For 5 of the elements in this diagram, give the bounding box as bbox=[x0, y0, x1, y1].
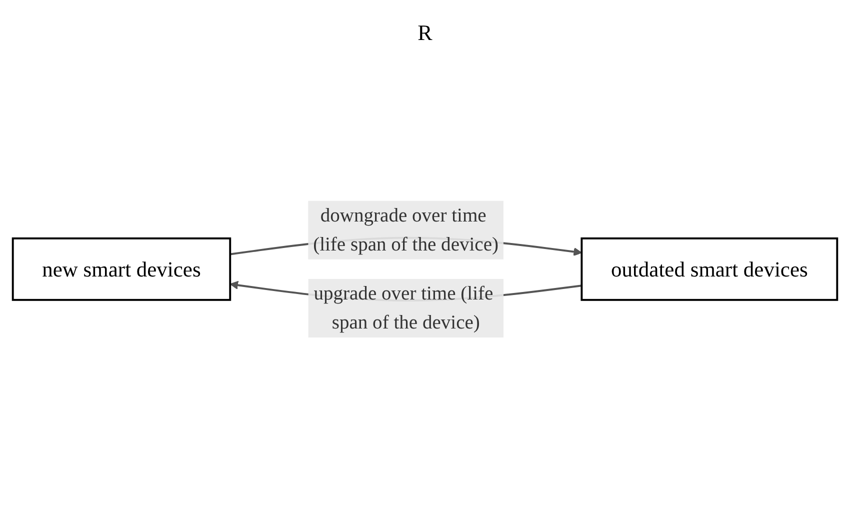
loop-label: R bbox=[418, 20, 432, 44]
node-box: outdated smart devices bbox=[580, 238, 838, 302]
edge-label: downgrade over time (life span of the device) bbox=[313, 205, 499, 256]
edge-label: upgrade over time (life span of the device) bbox=[314, 283, 494, 334]
node-box: new smart devices bbox=[12, 238, 232, 302]
